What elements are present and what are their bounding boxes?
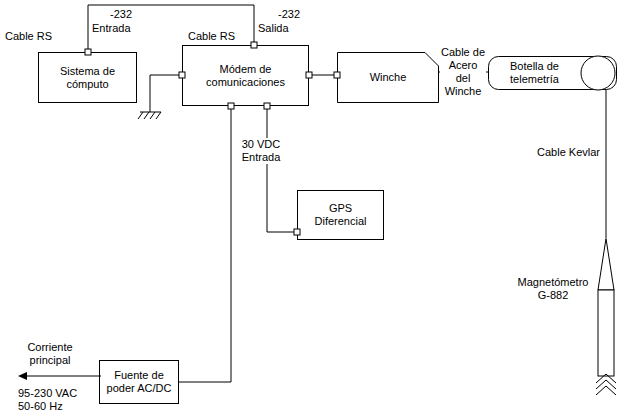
node-label: Magnetómetro G-882 [512,276,594,302]
node-label: Fuente de poder AC/DC [104,369,174,395]
port-square [306,72,312,78]
port-square [294,229,300,235]
annotation-label: -232 [278,8,300,21]
annotation-label: 95-230 VAC 50-60 Hz [18,387,84,413]
mains-arrowhead [18,372,27,380]
node-text-area: Magnetómetro G-882 [512,272,594,306]
power-supply-box: Fuente de poder AC/DC [99,360,179,404]
annotation-label: Cable RS [188,30,235,43]
ground-hatch [138,112,143,119]
magnetometer-nose [598,239,614,291]
annotation-label: Salida [258,22,289,35]
gps-box: GPS Diferencial [297,190,384,240]
cable-label: Cable de Acero del Winche [440,46,486,98]
annotation-label: 30 VDC Entrada [238,138,284,164]
node-label: GPS Diferencial [302,202,379,228]
cable-connector [267,106,297,232]
ground-hatch [144,112,149,119]
cable-connector [309,75,337,76]
port-square [85,49,91,55]
magnetometer-body [598,290,614,376]
ground-hatch [156,112,161,119]
node-text-area: Fuente de poder AC/DC [100,361,178,403]
magnetometer-drawing [512,238,620,394]
cable-label: Cable Kevlar [537,146,600,159]
port-square [251,42,257,48]
telemetry-bottle: Botella de telemetría [488,56,617,90]
pulley-circle [581,56,615,90]
node-label: Winche [370,71,407,84]
node-label: Módem de comunicaciones [187,63,304,89]
node-text-area: GPS Diferencial [298,191,383,239]
magnetometer-fin [596,386,616,395]
node-label: Sistema de cómputo [43,65,132,91]
node-text-area: Módem de comunicaciones [183,46,308,105]
bottle-shape [489,57,617,90]
computer-box: Sistema de cómputo [38,52,137,103]
mains-arrow-line [25,376,101,377]
cable-connector [606,90,607,238]
node-label: Botella de telemetría [492,60,577,86]
winch-shape [338,53,439,103]
magnetometer: Magnetómetro G-882 [512,238,620,394]
annotation-label: Cable RS [5,30,52,43]
annotation-label: Entrada [92,22,131,35]
node-text-area: Winche [337,52,439,103]
port-square [228,103,234,109]
annotation-label: -232 [110,8,132,21]
ground-hatch [150,112,155,119]
node-text-area: Sistema de cómputo [39,53,136,102]
port-square [334,72,340,78]
annotation-label: Corriente principal [20,341,80,367]
port-square [179,72,185,78]
winch-box: Winche [337,52,439,103]
port-square [264,103,270,109]
node-text-area: Botella de telemetría [488,56,617,90]
magnetometer-fin [596,380,616,389]
ground-wire [150,75,182,112]
cable-connector [179,106,231,382]
magnetometer-fin [596,374,616,383]
modem-box: Módem de comunicaciones [182,45,309,106]
